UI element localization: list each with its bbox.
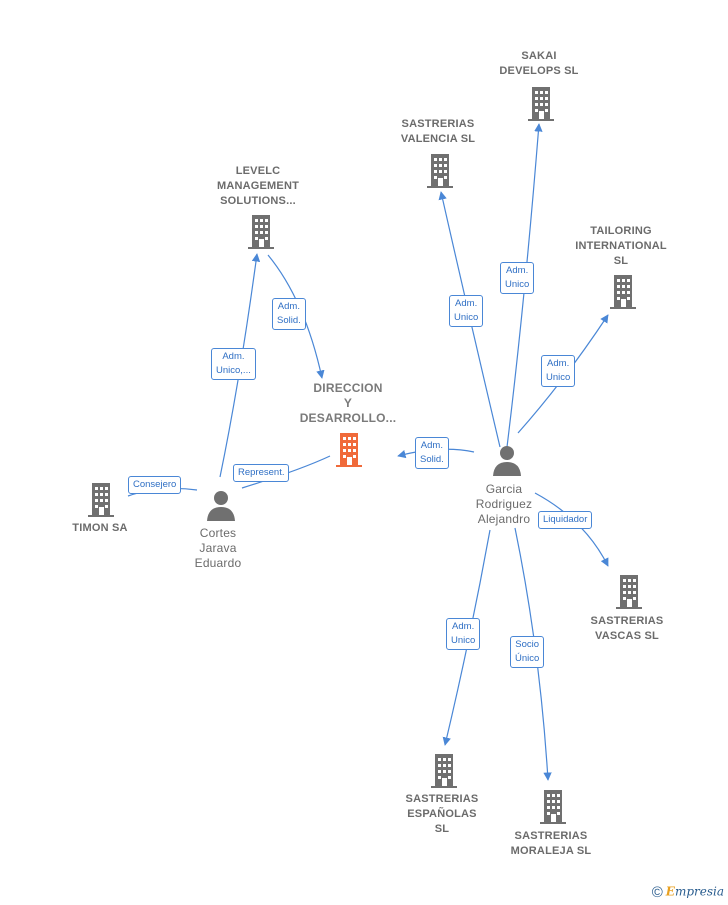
node-label-sastrerias-espanolas[interactable]: SASTRERIAS ESPAÑOLAS SL (392, 792, 492, 837)
building-icon[interactable] (614, 573, 644, 614)
node-label-timon-sa[interactable]: TIMON SA (56, 521, 144, 536)
brand-initial: E (665, 884, 675, 899)
edge-garcia-vascas (534, 492, 609, 567)
edge-label-line: Unico,... (216, 365, 251, 376)
node-label-sastrerias-valencia[interactable]: SASTRERIAS VALENCIA SL (388, 117, 488, 147)
person-icon[interactable] (491, 444, 523, 481)
node-label-direccion-y-desarrollo[interactable]: DIRECCION Y DESARROLLO... (288, 381, 408, 426)
edge-label-line: Adm. (452, 621, 475, 632)
edge-label-garcia-espanolas: Adm. Unico (446, 618, 481, 650)
label-line: INTERNATIONAL (575, 240, 667, 252)
edge-label-line: Socio (515, 639, 540, 650)
edge-label-cortes-direccion: Represent. (233, 464, 290, 482)
edge-label-line: Liquidador (543, 514, 588, 525)
edge-label-line: Unico (454, 312, 479, 323)
building-icon[interactable] (429, 752, 459, 793)
label-line: Garcia (485, 482, 523, 496)
node-label-tailoring-international[interactable]: TAILORING INTERNATIONAL SL (566, 224, 676, 269)
edge-label-cortes-timon: Consejero (128, 476, 182, 494)
edge-label-garcia-tailoring: Adm. Unico (541, 355, 576, 387)
edge-label-line: Consejero (133, 479, 177, 490)
building-icon[interactable] (608, 273, 638, 314)
edge-label-line: Único (515, 653, 540, 664)
label-line: Alejandro (477, 512, 531, 526)
edge-label-garcia-vascas: Liquidador (538, 511, 593, 529)
label-line: TIMON SA (72, 522, 128, 534)
edge-label-line: Adm. (222, 351, 245, 362)
edge-label-line: Adm. (277, 301, 300, 312)
label-line: DEVELOPS SL (499, 65, 579, 77)
node-label-garcia-rodriguez-alejandro[interactable]: Garcia Rodriguez Alejandro (464, 482, 544, 527)
node-label-sakai-develops[interactable]: SAKAI DEVELOPS SL (489, 49, 589, 79)
label-line: SOLUTIONS... (220, 195, 296, 207)
node-label-sastrerias-vascas[interactable]: SASTRERIAS VASCAS SL (577, 614, 677, 644)
edge-label-line: Unico (546, 372, 571, 383)
label-line: TAILORING (590, 225, 652, 237)
label-line: MANAGEMENT (216, 180, 300, 192)
edge-label-line: Solid. (277, 315, 301, 326)
label-line: SASTRERIAS (590, 615, 664, 627)
label-line: ESPAÑOLAS (407, 808, 477, 820)
edge-label-line: Adm. (455, 298, 478, 309)
brand-name: mpresia (674, 884, 724, 899)
edge-label-cortes-levelc: Adm. Unico,... (211, 348, 256, 380)
label-line: Jarava (199, 541, 237, 555)
label-line: Rodriguez (475, 497, 533, 511)
edge-label-line: Unico (451, 635, 476, 646)
empresia-watermark[interactable]: ©Empresia (652, 884, 724, 901)
copyright-icon: © (651, 884, 663, 901)
node-label-cortes-jarava-eduardo[interactable]: Cortes Jarava Eduardo (178, 526, 258, 571)
edge-label-line: Adm. (547, 358, 570, 369)
label-line: Eduardo (194, 556, 242, 570)
node-label-levelc[interactable]: LEVELC MANAGEMENT SOLUTIONS... (208, 164, 308, 209)
label-line: Y (343, 396, 353, 410)
label-line: SASTRERIAS (401, 118, 475, 130)
edge-label-line: Adm. (420, 440, 443, 451)
edge-label-levelc-direccion: Adm. Solid. (272, 298, 306, 330)
edge-label-garcia-direccion: Adm. Solid. (415, 437, 449, 469)
edge-cortes-direccion (241, 455, 331, 489)
label-line: LEVELC (235, 165, 281, 177)
label-line: Cortes (199, 526, 237, 540)
label-line: SL (434, 823, 450, 835)
edge-label-garcia-sakai: Adm. Unico (500, 262, 535, 294)
label-line: SL (613, 255, 629, 267)
edge-label-line: Solid. (420, 454, 444, 465)
building-icon[interactable] (526, 85, 556, 126)
label-line: DIRECCION (313, 381, 383, 395)
edge-label-line: Unico (505, 279, 530, 290)
edge-label-line: Represent. (238, 467, 285, 478)
person-icon[interactable] (205, 489, 237, 526)
building-icon[interactable] (86, 481, 116, 522)
node-label-sastrerias-moraleja[interactable]: SASTRERIAS MORALEJA SL (496, 829, 606, 859)
label-line: DESARROLLO... (299, 411, 397, 425)
label-line: SAKAI (521, 50, 557, 62)
edge-label-line: Adm. (506, 265, 529, 276)
edge-label-garcia-moraleja: Socio Único (510, 636, 545, 668)
main-company-building-icon[interactable] (334, 431, 364, 472)
label-line: VALENCIA SL (400, 133, 476, 145)
label-line: SASTRERIAS (405, 793, 479, 805)
label-line: SASTRERIAS (514, 830, 588, 842)
building-icon[interactable] (538, 788, 568, 829)
edge-label-garcia-valencia: Adm. Unico (449, 295, 484, 327)
label-line: VASCAS SL (595, 630, 659, 642)
building-icon[interactable] (425, 152, 455, 193)
label-line: MORALEJA SL (510, 845, 592, 857)
building-icon[interactable] (246, 213, 276, 254)
